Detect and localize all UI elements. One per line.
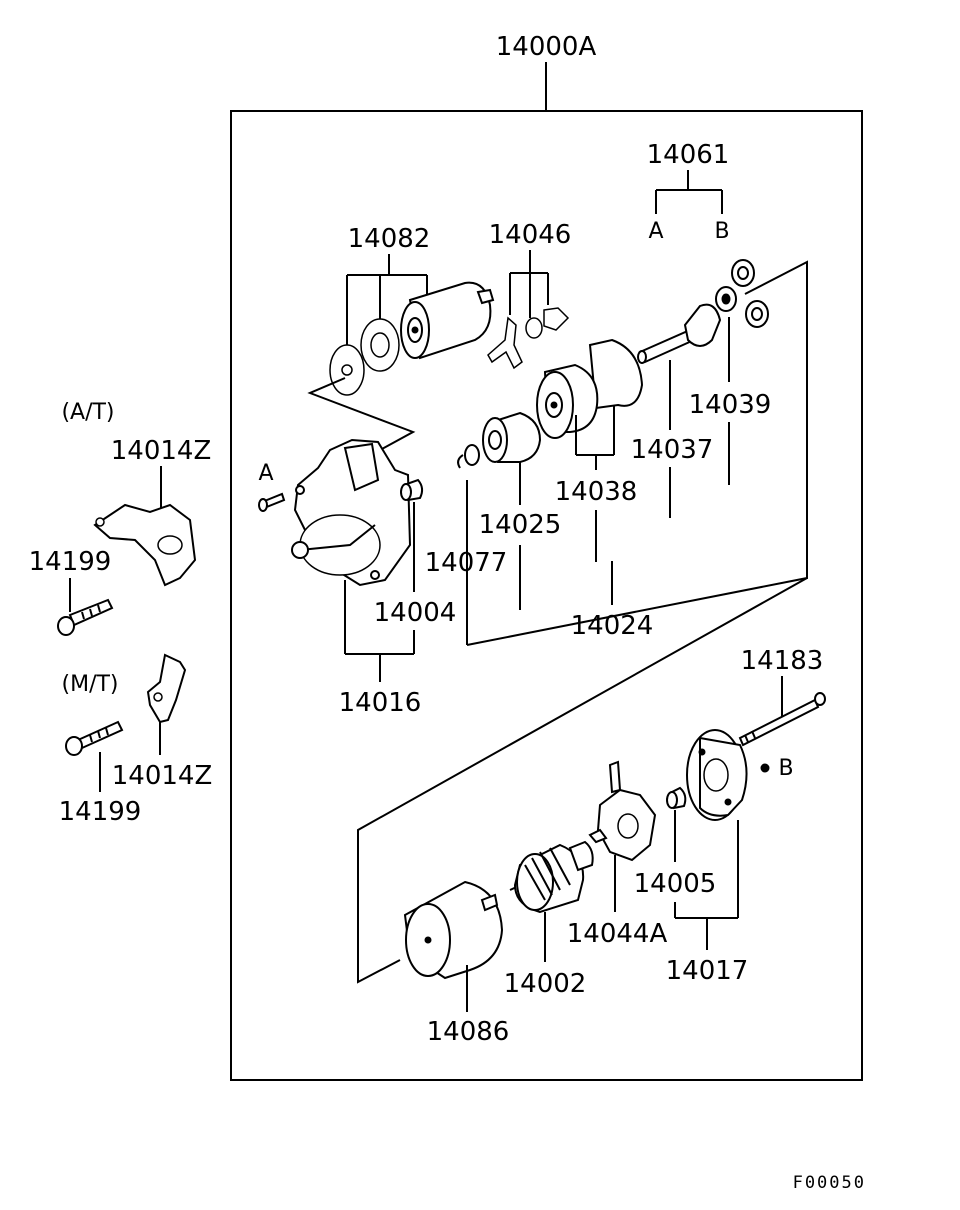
- through-bolt-drawing: [738, 692, 826, 747]
- rear-bracket-drawing: [686, 729, 748, 821]
- label-14077: 14077: [425, 548, 508, 578]
- solenoid-switch-drawing: [400, 281, 495, 360]
- label-14082: 14082: [348, 224, 431, 254]
- label-14016: 14016: [339, 688, 422, 718]
- label-mt-variant: (M/T): [62, 672, 119, 697]
- label-14004: 14004: [374, 598, 457, 628]
- planetary-gears-drawing: [715, 259, 769, 328]
- washer-b-drawing: [760, 763, 770, 773]
- label-14038: 14038: [555, 477, 638, 507]
- assembly-frame: [230, 110, 863, 1081]
- label-14044A: 14044A: [567, 919, 668, 949]
- label-14183: 14183: [741, 646, 824, 676]
- bolt-14199-at-drawing: [57, 598, 114, 636]
- leader-14038: [575, 405, 615, 562]
- label-14061: 14061: [647, 140, 730, 170]
- gasket-hole: [341, 364, 353, 376]
- leader-14061: [655, 170, 723, 214]
- pinion-gear-drawing: [482, 411, 542, 463]
- rear-bushing-drawing: [666, 786, 687, 810]
- label-14000A: 14000A: [496, 32, 597, 62]
- label-14014Z-at: 14014Z: [111, 436, 212, 466]
- label-14199-mt: 14199: [59, 797, 142, 827]
- stop-ring-drawing: [457, 444, 480, 469]
- label-14086: 14086: [427, 1017, 510, 1047]
- label-14039: 14039: [689, 390, 772, 420]
- label-14037: 14037: [631, 435, 714, 465]
- callout-washer-b: B: [778, 756, 793, 781]
- leader-14046: [509, 250, 549, 318]
- bracket-at-drawing: [93, 503, 197, 587]
- shift-lever-drawing: [487, 307, 570, 370]
- leader-solenoid-to-housing: [307, 377, 416, 451]
- leader-14017: [674, 820, 739, 950]
- label-at-variant: (A/T): [61, 400, 114, 425]
- label-14199-at: 14199: [29, 547, 112, 577]
- label-14005: 14005: [634, 869, 717, 899]
- bolt-a-drawing: [258, 492, 286, 512]
- label-14046: 14046: [489, 220, 572, 250]
- label-14024: 14024: [571, 611, 654, 641]
- gasket-ring-inner: [370, 332, 390, 358]
- label-14014Z-mt: 14014Z: [112, 761, 213, 791]
- callout-bolt-a: A: [258, 461, 273, 486]
- frame-lower-group: [357, 577, 808, 984]
- label-14061-a: A: [648, 219, 663, 244]
- label-14002: 14002: [504, 969, 587, 999]
- planetary-shaft-drawing: [637, 303, 722, 364]
- label-14025: 14025: [479, 510, 562, 540]
- bolt-14199-mt-drawing: [65, 720, 124, 756]
- leader-14016: [344, 580, 415, 682]
- frame-14024: [466, 260, 808, 646]
- bushing-drawing: [400, 478, 424, 502]
- leader-14082: [346, 254, 428, 345]
- front-bracket-drawing: [291, 438, 412, 587]
- label-14061-b: B: [714, 219, 729, 244]
- figure-code: F00050: [793, 1173, 866, 1193]
- brush-holder-drawing: [588, 760, 657, 862]
- overrunning-clutch-drawing: [536, 338, 644, 439]
- armature-drawing: [509, 840, 594, 914]
- label-14017: 14017: [666, 956, 749, 986]
- yoke-drawing: [403, 880, 504, 980]
- bracket-mt-drawing: [146, 653, 187, 724]
